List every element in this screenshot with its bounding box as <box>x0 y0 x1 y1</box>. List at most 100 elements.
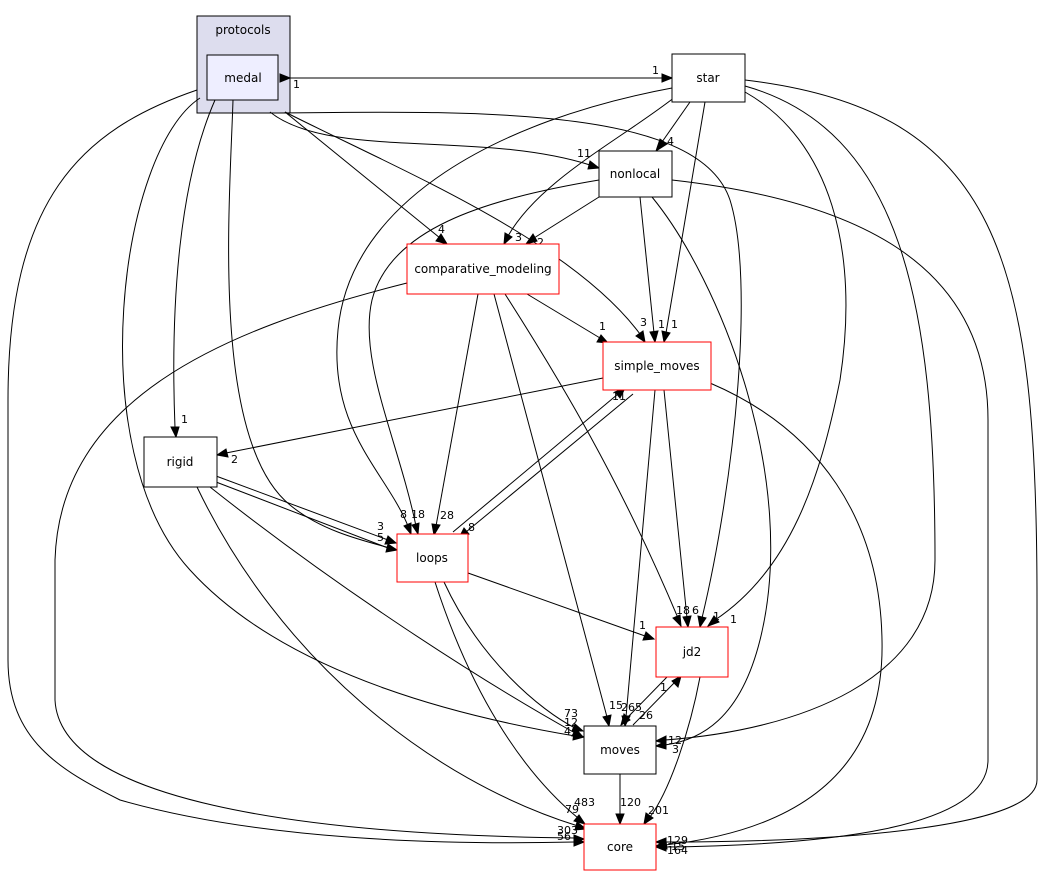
edge-nonlocal-core[interactable] <box>654 179 989 852</box>
edge-label-medal-cm: 4 <box>438 223 445 236</box>
edge-jd2-core[interactable] <box>643 676 701 826</box>
edge-label-nonlocal-core: 15 <box>671 840 685 853</box>
edge-label-loops-moves: 73 <box>564 707 578 720</box>
edge-medal-cm[interactable] <box>284 111 449 245</box>
edge-star-sm[interactable] <box>661 101 706 344</box>
edge-cm-sm[interactable] <box>526 293 610 344</box>
edge-label-medal-jd2: 1 <box>713 610 720 623</box>
edge-cm-core[interactable] <box>54 282 586 844</box>
edge-rigid-loops[interactable] <box>215 475 398 549</box>
edge-nonlocal-sm[interactable] <box>639 196 659 344</box>
edge-label-nonlocal-moves: 3 <box>672 743 679 756</box>
node-simple-moves-box <box>602 341 712 391</box>
edge-sm-loops[interactable] <box>457 393 634 539</box>
edge-label-star-moves: 12 <box>668 734 682 747</box>
edge-star-jd2[interactable] <box>706 91 847 627</box>
edge-sm-rigid[interactable] <box>215 377 604 458</box>
node-jd2-box <box>655 626 729 678</box>
edge-label-star-nonlocal: 4 <box>667 135 674 148</box>
node-star[interactable]: star <box>671 53 746 103</box>
nodes: medal star nonlocal comparative_modeling… <box>143 53 746 871</box>
edge-label-cm-moves: 15 <box>609 699 623 712</box>
edge-medal-moves[interactable] <box>122 97 586 741</box>
node-rigid-label: rigid <box>167 455 194 469</box>
edge-rigid-moves[interactable] <box>209 486 585 738</box>
node-simple-moves-label: simple_moves <box>614 359 699 373</box>
node-comparative-modeling[interactable]: comparative_modeling <box>406 243 560 295</box>
edge-cm-jd2[interactable] <box>504 293 682 628</box>
arrowhead-medal-end <box>279 73 292 83</box>
node-simple-moves[interactable]: simple_moves <box>602 341 712 391</box>
edge-label-sm-loops: 8 <box>468 521 475 534</box>
edge-medal-star[interactable] <box>279 73 674 83</box>
edge-nonlocal-moves[interactable] <box>651 196 772 750</box>
edge-label-loops-jd2: 1 <box>639 619 646 632</box>
edge-label-rigid-loops-b: 5 <box>377 531 384 544</box>
edge-medal-rigid[interactable] <box>170 99 216 439</box>
edge-moves-core[interactable] <box>615 774 625 826</box>
node-nonlocal[interactable]: nonlocal <box>598 150 673 198</box>
edge-moves-jd2[interactable] <box>632 674 682 726</box>
edge-label-medal-sm: 3 <box>640 316 647 329</box>
edge-label-loops-core: 483 <box>574 796 595 809</box>
edge-label-nonlocal-cm: 2 <box>537 236 544 249</box>
edge-label-sm-jd2: 6 <box>692 604 699 617</box>
edges <box>7 73 1038 852</box>
node-core-box <box>583 823 657 871</box>
edge-cm-loops[interactable] <box>431 293 479 537</box>
node-moves[interactable]: moves <box>583 725 657 775</box>
edge-medal-nonlocal[interactable] <box>269 111 601 170</box>
edge-loops-core[interactable] <box>434 581 587 825</box>
edge-label-cm-core: 56 <box>557 830 571 843</box>
edge-sm-moves[interactable] <box>621 389 656 728</box>
edge-medal-loops[interactable] <box>228 99 399 553</box>
edge-medal-sm[interactable] <box>284 111 646 344</box>
edge-labels: 1 1 4 11 4 3 2 1 3 1 1 1 2 11 8 3 5 8 18… <box>181 64 737 857</box>
node-moves-box <box>583 725 657 775</box>
edge-rigid-core[interactable] <box>196 486 588 831</box>
node-star-box <box>671 53 746 103</box>
edge-label-star-loops: 8 <box>400 508 407 521</box>
edge-label-star-cm: 3 <box>515 231 522 244</box>
edge-loops-moves[interactable] <box>443 581 585 732</box>
edge-label-sm-moves: 265 <box>621 701 642 714</box>
node-jd2[interactable]: jd2 <box>655 626 729 678</box>
edge-nonlocal-loops[interactable] <box>368 179 600 536</box>
node-medal[interactable]: medal <box>206 54 279 101</box>
edge-sm-jd2[interactable] <box>663 389 692 629</box>
edge-label-jd2-core: 201 <box>648 804 669 817</box>
node-comparative-modeling-box <box>406 243 560 295</box>
node-loops-box <box>396 533 469 583</box>
edge-loops-sm[interactable] <box>452 387 627 533</box>
edge-label-medal-nonlocal: 11 <box>577 147 591 160</box>
edge-label-rigid-moves: 12 <box>564 716 578 729</box>
edge-label-star-medal: 1 <box>293 78 300 91</box>
edge-label-loops-sm: 11 <box>612 390 626 403</box>
edge-label-star-jd2: 1 <box>730 613 737 626</box>
edge-label-nonlocal-sm: 1 <box>658 318 665 331</box>
edge-star-cm[interactable] <box>503 96 676 246</box>
node-loops[interactable]: loops <box>396 533 469 583</box>
edge-star-loops[interactable] <box>336 87 673 536</box>
node-medal-box <box>206 54 279 101</box>
edge-label-medal-star: 1 <box>652 64 659 77</box>
edge-star-core[interactable] <box>654 79 1038 847</box>
node-rigid[interactable]: rigid <box>143 436 218 488</box>
node-comparative-modeling-label: comparative_modeling <box>414 262 551 276</box>
edge-loops-jd2[interactable] <box>467 572 656 641</box>
edge-label-moves-jd2: 26 <box>639 709 653 722</box>
node-medal-label: medal <box>224 71 261 85</box>
edge-label-rigid-core: 79 <box>565 803 579 816</box>
edge-label-sm-rigid: 2 <box>231 453 238 466</box>
edge-label-moves-core: 120 <box>620 796 641 809</box>
node-loops-label: loops <box>416 551 448 565</box>
edge-medal-core[interactable] <box>7 89 586 847</box>
edge-label-star-sm: 1 <box>671 318 678 331</box>
edge-cm-moves[interactable] <box>493 293 612 728</box>
node-core[interactable]: core <box>583 823 657 871</box>
edge-label-medal-core: 303 <box>557 824 578 837</box>
edge-label-sm-core: 164 <box>667 844 688 857</box>
node-nonlocal-label: nonlocal <box>610 167 661 181</box>
edge-medal-jd2[interactable] <box>277 111 742 629</box>
